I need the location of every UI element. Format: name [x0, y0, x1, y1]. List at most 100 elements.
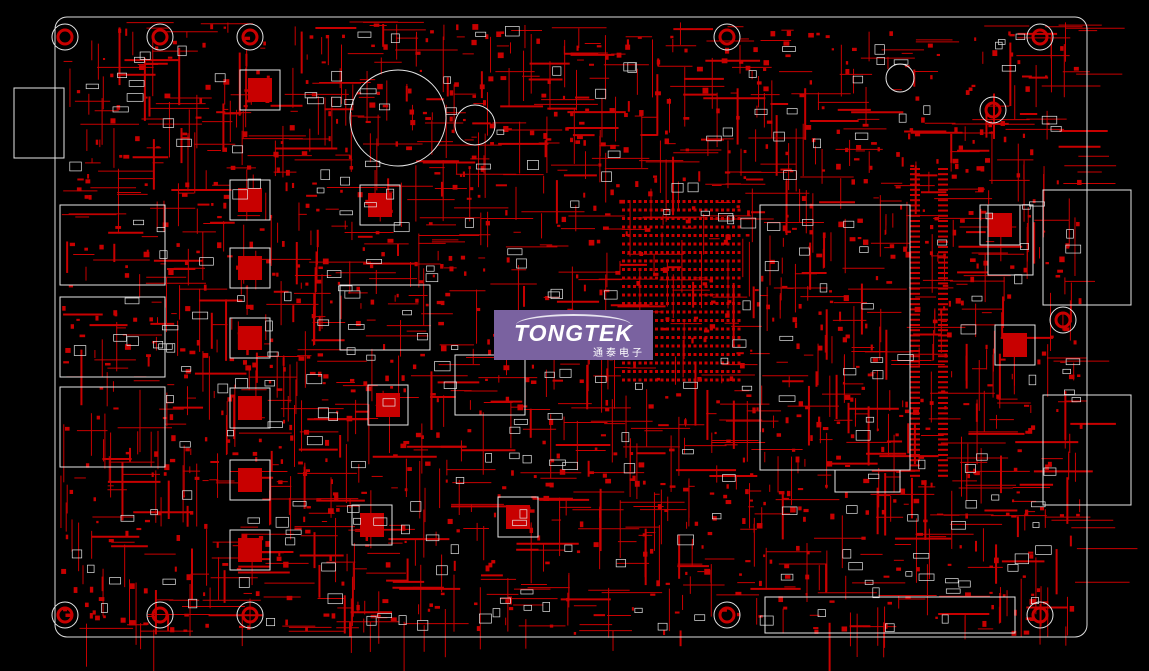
passive-component	[1014, 553, 1029, 565]
passive-component	[134, 56, 145, 63]
pad	[447, 518, 453, 525]
bga-ball	[732, 234, 735, 237]
pad	[609, 108, 615, 113]
pad	[500, 76, 507, 81]
pad	[702, 87, 709, 94]
bga-ball	[737, 344, 741, 348]
pad	[476, 307, 481, 312]
passive-component	[126, 93, 144, 102]
bga-ball	[644, 302, 647, 305]
pad	[818, 311, 822, 315]
pad	[665, 396, 669, 399]
connector-pin	[938, 391, 948, 394]
passive-component	[748, 70, 757, 78]
pad	[156, 146, 160, 149]
pad	[125, 265, 128, 269]
pad	[1029, 617, 1034, 622]
pad	[954, 164, 959, 170]
pad	[168, 269, 174, 275]
pad	[861, 386, 865, 390]
bga-ball	[732, 370, 735, 373]
passive-component	[451, 345, 459, 351]
pad	[593, 205, 597, 211]
pad	[808, 32, 814, 38]
bga-ball	[704, 217, 708, 220]
mounting-hole-ring	[56, 606, 74, 624]
pad	[404, 488, 408, 492]
pad	[415, 432, 421, 438]
pad	[485, 565, 490, 572]
pad	[881, 509, 885, 515]
bga-ball	[682, 268, 686, 271]
bga-ball	[704, 259, 708, 263]
pad	[440, 592, 445, 596]
connector-pin	[910, 313, 920, 316]
pad	[306, 356, 311, 359]
pad	[330, 479, 333, 485]
pad	[63, 361, 69, 364]
ic-chip	[229, 459, 271, 501]
bga-ball	[704, 353, 708, 356]
pad	[427, 608, 431, 612]
pad	[565, 127, 569, 131]
bga-ball	[721, 344, 724, 348]
passive-component	[754, 108, 768, 115]
pad	[449, 266, 454, 272]
passive-component	[687, 182, 699, 193]
bga-ball	[627, 251, 631, 254]
pad	[479, 84, 485, 90]
bga-ball	[682, 285, 686, 288]
pad	[714, 431, 717, 435]
bga-ball	[715, 285, 719, 288]
ic-chip	[497, 496, 539, 538]
bga-ball	[622, 378, 625, 382]
component-outline	[59, 386, 166, 468]
bga-ball	[682, 293, 686, 297]
passive-component	[162, 578, 176, 585]
passive-component	[317, 407, 329, 419]
bga-ball	[644, 378, 647, 382]
bga-ball	[699, 310, 702, 314]
pad	[169, 414, 174, 421]
pad	[1003, 136, 1007, 143]
bga-ball	[666, 336, 669, 339]
pad	[316, 208, 320, 212]
bga-ball	[671, 370, 675, 373]
bga-ball	[715, 336, 719, 339]
pad	[202, 353, 209, 358]
connector-pin	[938, 292, 948, 295]
bga-ball	[732, 302, 735, 305]
connector-pin	[910, 251, 920, 254]
bga-ball	[737, 293, 741, 297]
bga-ball	[688, 285, 691, 288]
pad	[477, 194, 481, 198]
pad	[1073, 340, 1077, 345]
pad	[743, 149, 747, 154]
pad	[723, 239, 728, 245]
bga-ball	[660, 370, 664, 373]
passive-component	[317, 319, 330, 326]
pad	[1079, 424, 1083, 429]
bga-ball	[721, 336, 724, 339]
pad	[154, 451, 159, 457]
pad	[321, 61, 326, 64]
connector-pin	[910, 178, 920, 181]
pad	[570, 137, 574, 143]
passive-component	[436, 565, 448, 576]
pad	[935, 616, 938, 619]
bga-ball	[699, 242, 702, 246]
pad	[989, 131, 994, 134]
pad	[1028, 551, 1034, 554]
pad	[432, 274, 435, 278]
component-outline	[13, 87, 65, 159]
passive-component	[897, 354, 914, 361]
pad	[349, 378, 355, 382]
pad	[204, 437, 208, 442]
pad	[226, 439, 231, 443]
connector-pin	[938, 360, 948, 363]
pad	[1025, 430, 1030, 434]
pad	[778, 596, 784, 603]
bga-ball	[671, 276, 675, 280]
pad	[1065, 243, 1070, 249]
passive-component	[1032, 522, 1040, 528]
